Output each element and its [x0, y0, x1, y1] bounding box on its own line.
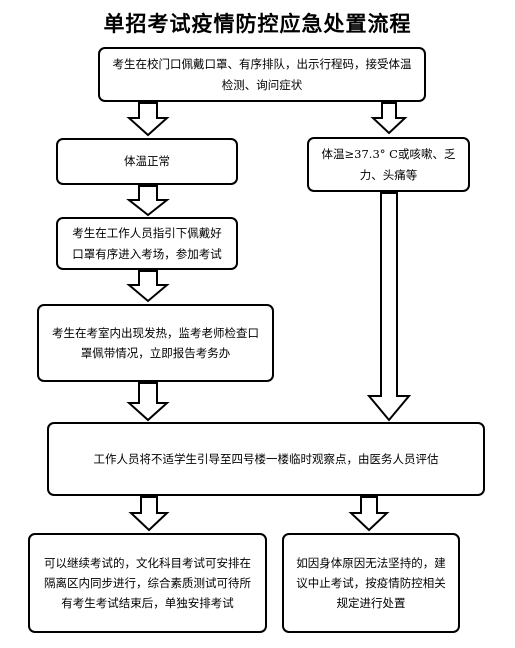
normal-temperature-text: 体温正常 [124, 154, 170, 169]
arrow-observation-to-stop [348, 496, 390, 532]
stop-exam-box: 如因身体原因无法坚持的，建议中止考试，按疫情防控相关规定进行处置 [282, 533, 460, 633]
enter-exam-box: 考生在工作人员指引下佩戴好口罩有序进入考场，参加考试 [56, 217, 238, 270]
arrow-enter-to-fever [126, 270, 170, 303]
continue-exam-box: 可以继续考试的，文化科目考试可安排在隔离区内同步进行，综合素质测试可待所有考生考… [28, 533, 267, 633]
normal-temperature-box: 体温正常 [56, 138, 238, 185]
arrow-fever-to-observation [126, 382, 170, 422]
observation-point-box: 工作人员将不适学生引导至四号楼一楼临时观察点，由医务人员评估 [47, 422, 485, 496]
abnormal-temperature-box: 体温≥37.3° C或咳嗽、乏力、头痛等 [307, 137, 470, 192]
observation-point-text: 工作人员将不适学生引导至四号楼一楼临时观察点，由医务人员评估 [93, 451, 439, 466]
arrow-abnormal-to-observation [366, 192, 412, 422]
arrow-entry-to-normal [126, 102, 170, 137]
stop-exam-text: 如因身体原因无法坚持的，建议中止考试，按疫情防控相关规定进行处置 [296, 555, 446, 611]
abnormal-temperature-text: 体温≥37.3° C或咳嗽、乏力、头痛等 [321, 147, 456, 182]
fever-in-room-text: 考生在考室内出现发热，监考老师检查口罩佩带情况，立即报告考务办 [52, 325, 259, 360]
arrow-observation-to-continue [128, 496, 170, 532]
continue-exam-text: 可以继续考试的，文化科目考试可安排在隔离区内同步进行，综合素质测试可待所有考生考… [44, 555, 251, 611]
entry-check-box: 考生在校门口佩戴口罩、有序排队，出示行程码，接受体温检测、询问症状 [98, 47, 426, 102]
arrow-normal-to-enter [126, 185, 170, 217]
enter-exam-text: 考生在工作人员指引下佩戴好口罩有序进入考场，参加考试 [72, 226, 222, 261]
fever-in-room-box: 考生在考室内出现发热，监考老师检查口罩佩带情况，立即报告考务办 [37, 304, 274, 382]
flowchart-title: 单招考试疫情防控应急处置流程 [103, 11, 412, 36]
arrow-entry-to-abnormal [370, 102, 408, 135]
entry-check-text: 考生在校门口佩戴口罩、有序排队，出示行程码，接受体温检测、询问症状 [112, 57, 412, 92]
